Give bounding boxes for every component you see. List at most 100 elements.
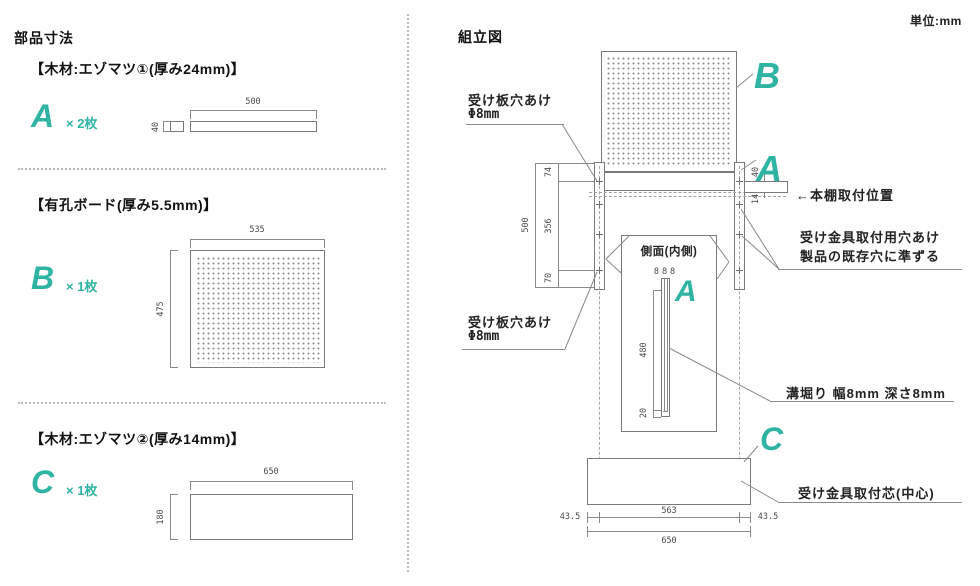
section-divider-2 [18,402,386,404]
annot-shelf-position: ←本棚取付位置 [796,188,895,203]
dim-tick [587,526,588,537]
annot-hole-top-line2: Φ8mm [468,107,500,122]
part-letter-b: B [31,260,55,296]
dim-ext-line [558,270,594,271]
dim-tick [170,250,178,251]
part-qty-a: × 2枚 [66,116,98,131]
dim-bottom-total: 650 [661,536,677,546]
part-letter-a: A [31,98,55,134]
dim-tick [352,481,353,490]
dim-board-offset: 14 [751,193,761,205]
assembly-label-a: A [756,148,782,189]
hole-mark [736,178,743,185]
bookshelf-board-stub [744,181,788,193]
dim-ext-line [558,181,594,182]
dim-line [170,250,171,368]
assembly-panel-title: 組立図 [458,29,503,45]
dim-line [190,110,317,111]
dim-line [163,121,164,132]
dim-ext-line [535,163,594,164]
dim-rail-top: 74 [544,166,554,178]
assembly-label-c: C [760,421,784,457]
centerline-left [599,166,600,505]
pegboard-holes-pattern [196,256,320,363]
hole-mark [596,201,603,208]
dim-line [535,163,536,287]
section-heading-wood1: 【木材:エゾマツ①(厚み24mm)】 [30,61,246,77]
hole-mark [736,267,743,274]
groove-end [663,411,668,412]
dim-line [653,290,654,410]
hole-mark [596,178,603,185]
annot-bracket-holes-line1: 受け金具取付用穴あけ [800,230,941,245]
groove-strip [661,278,670,417]
dim-groove-length: 480 [639,342,649,358]
dim-rail-mid: 356 [544,218,554,234]
shelf-position-dash-top [589,192,786,193]
annot-underline [770,401,954,402]
dim-tick [587,512,588,523]
annot-hole-top-line1: 受け板穴あけ [468,93,553,108]
shelf-position-dash-bottom [589,196,786,197]
annot-underline [462,349,565,350]
dim-tick [324,239,325,248]
dim-tick [163,121,170,122]
hole-mark [736,231,743,238]
dim-tick [170,539,178,540]
dim-bottom-center: 563 [661,506,677,516]
annot-groove: 溝堀り 幅8mm 深さ8mm [786,386,946,401]
part-qty-c: × 1枚 [66,483,98,498]
hole-mark [736,201,743,208]
side-view-title: 側面(内側) [640,246,698,258]
dim-a-width: 500 [245,97,261,107]
dim-line [190,481,353,482]
unit-label: 単位:mm [910,14,962,28]
annot-bracket-holes-line2: 製品の既存穴に準ずる [800,249,941,264]
dim-tick [163,131,170,132]
part-a-board [190,121,317,132]
section-divider-1 [18,168,386,170]
dim-tick [190,239,191,248]
part-c-board [190,494,353,540]
section-heading-pegboard: 【有孔ボード(厚み5.5mm)】 [30,197,218,213]
dim-groove-bottom-gap: 20 [639,407,649,419]
part-letter-c: C [31,464,55,500]
parts-panel-title: 部品寸法 [14,30,74,46]
dim-line [170,494,171,540]
dim-tick [739,512,740,523]
dim-b-height: 475 [156,301,166,317]
part-qty-b: × 1枚 [66,279,98,294]
side-view-label-a: A [675,275,697,308]
annot-underline [778,269,962,270]
dim-a-height: 40 [151,121,161,133]
assembly-pegboard-holes [606,56,732,167]
annot-bracket-center: 受け金具取付芯(中心) [798,486,935,501]
dim-rail-total: 500 [521,217,531,233]
dim-tick [750,526,751,537]
dim-tick [653,417,661,418]
centerline-right [739,166,740,505]
dim-line [587,531,751,532]
assembly-top-bar [604,172,735,191]
assembly-label-b: B [754,55,780,96]
dim-bottom-right: 43.5 [757,512,779,522]
dim-line [558,163,559,287]
annot-underline [778,502,962,503]
hole-mark [596,231,603,238]
dim-tick [599,512,600,523]
dim-tick [316,110,317,119]
dim-b-width: 535 [249,225,265,235]
dim-line [764,168,765,181]
hole-mark [596,267,603,274]
dim-c-width: 650 [263,467,279,477]
dim-tick [190,110,191,119]
annot-hole-bottom-line2: Φ8mm [468,329,500,344]
dim-groove-widths: 888 [653,267,679,277]
groove-wall [664,279,665,411]
annot-hole-bottom-line1: 受け板穴あけ [468,315,553,330]
dim-tick [170,494,178,495]
dim-tick [190,481,191,490]
assembly-bottom-board [587,458,751,505]
dim-line [190,239,325,240]
